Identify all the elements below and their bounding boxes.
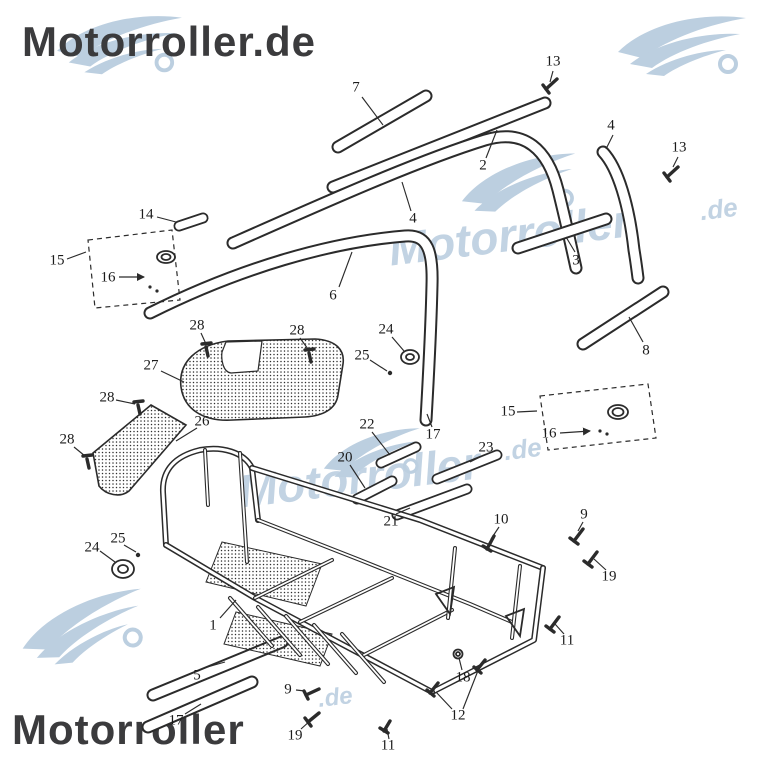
floor-mat-27 <box>179 338 345 421</box>
winged-scooter-watermark-icon <box>323 428 420 478</box>
footer-logo-text: Motorroller <box>12 706 245 753</box>
roll-cage-tubes <box>143 89 670 427</box>
chassis-frame <box>159 445 546 695</box>
winged-scooter-logo-icon <box>22 588 143 665</box>
winged-scooter-logo-icon <box>618 16 746 76</box>
header-logo-text: Motorroller.de <box>22 18 317 65</box>
winged-scooter-logo-icon <box>57 16 182 75</box>
group-box-15-right <box>539 383 657 451</box>
floor-mat-26 <box>92 404 188 496</box>
hardware-parts <box>81 77 680 735</box>
group-box-15-left <box>87 229 181 309</box>
leader-lines <box>66 70 679 740</box>
